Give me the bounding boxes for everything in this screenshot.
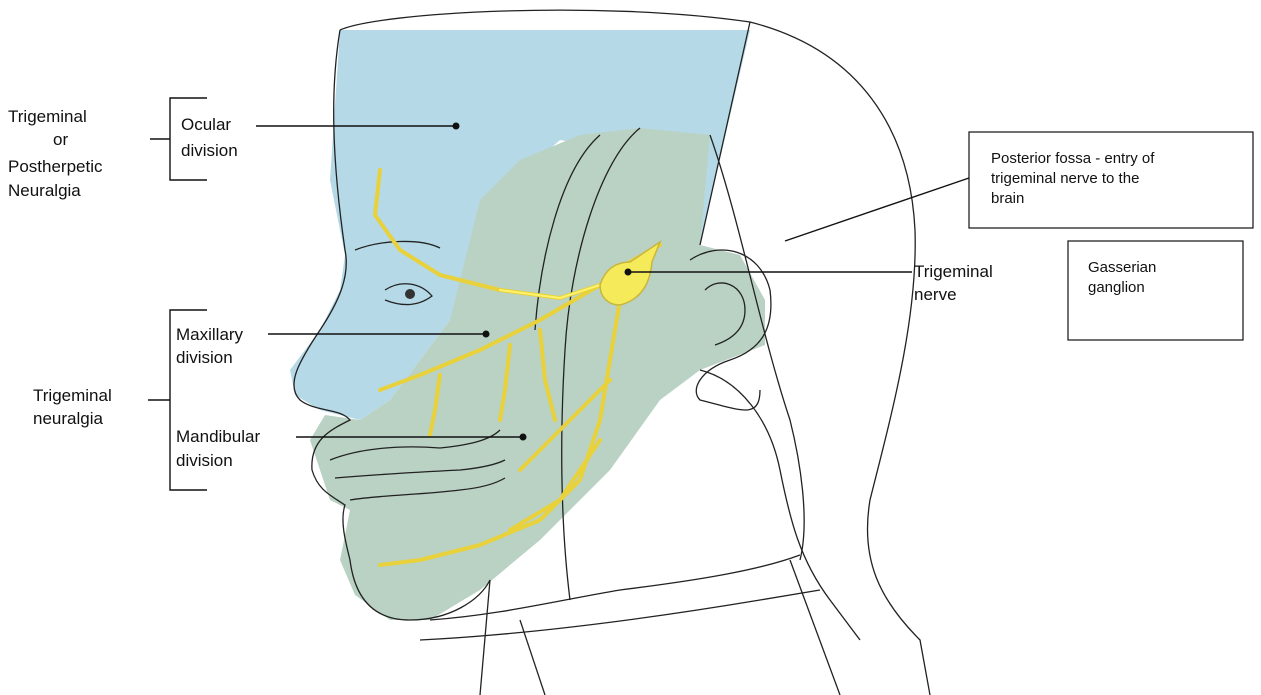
posterior-fossa-leader: [785, 178, 969, 241]
region-line-4: [700, 370, 860, 640]
gasserian-line-1: Gasserian: [1088, 259, 1156, 276]
label-neuralgia-bottom: neuralgia: [33, 409, 103, 428]
gasserian-line-2: ganglion: [1088, 279, 1145, 296]
label-maxillary-division: division: [176, 348, 233, 367]
label-mandibular-division: division: [176, 451, 233, 470]
pupil: [405, 289, 415, 299]
label-trigeminal-nerve: Trigeminal: [914, 262, 993, 281]
posterior-fossa-line-2: trigeminal nerve to the: [991, 170, 1139, 187]
label-ocular: Ocular: [181, 115, 231, 134]
label-trigeminal-top: Trigeminal: [8, 107, 87, 126]
posterior-fossa-line-1: Posterior fossa - entry of: [991, 150, 1155, 167]
bracket-ocular: [170, 98, 207, 180]
label-or: or: [53, 130, 68, 149]
label-trigeminal-bottom: Trigeminal: [33, 386, 112, 405]
posterior-fossa-line-3: brain: [991, 190, 1024, 207]
label-maxillary: Maxillary: [176, 325, 244, 344]
label-postherpetic: Postherpetic: [8, 157, 103, 176]
label-ocular-division: division: [181, 141, 238, 160]
label-mandibular: Mandibular: [176, 427, 260, 446]
label-neuralgia: Neuralgia: [8, 181, 81, 200]
label-trigeminal-nerve-2: nerve: [914, 285, 957, 304]
neck-line-2: [790, 560, 840, 695]
